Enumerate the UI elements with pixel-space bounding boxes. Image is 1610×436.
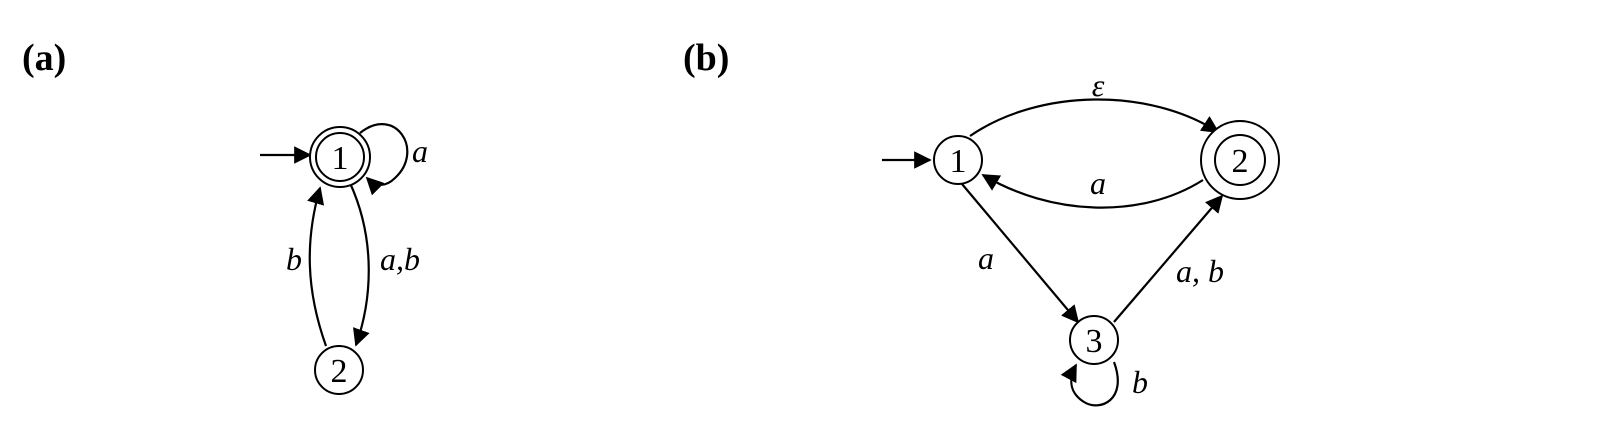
panel-a: (a) a a,b b 1 2 bbox=[22, 37, 428, 395]
state-b-2: 2 bbox=[1200, 120, 1280, 200]
state-a-1-label: 1 bbox=[332, 140, 349, 177]
state-b-1-label: 1 bbox=[950, 143, 967, 180]
edge-a-up bbox=[307, 186, 328, 347]
panel-a-label: (a) bbox=[22, 37, 66, 79]
edge-b-back-label: a bbox=[1090, 165, 1106, 201]
edge-a-up-label: b bbox=[286, 241, 302, 277]
state-a-2: 2 bbox=[314, 345, 364, 395]
panel-b: (b) ε a a a, b b 1 2 3 bbox=[683, 37, 1280, 407]
edge-b-diag-up bbox=[1113, 194, 1224, 323]
state-a-2-label: 2 bbox=[331, 353, 348, 390]
edge-b-diag-down bbox=[961, 183, 1080, 324]
edge-b-self-loop bbox=[1060, 361, 1119, 407]
edge-b-top bbox=[969, 98, 1220, 137]
edge-b-diag-up-label: a, b bbox=[1176, 253, 1224, 289]
edge-b-self-loop-label: b bbox=[1132, 364, 1148, 400]
edge-a-down bbox=[348, 182, 370, 347]
state-a-1: 1 bbox=[309, 126, 371, 188]
state-b-3-label: 3 bbox=[1086, 323, 1103, 360]
state-b-1: 1 bbox=[933, 135, 983, 185]
edge-b-diag-down-label: a bbox=[978, 240, 994, 276]
state-b-2-label: 2 bbox=[1232, 143, 1249, 180]
edge-b-top-label: ε bbox=[1092, 67, 1105, 103]
panel-b-label: (b) bbox=[683, 37, 729, 79]
edge-a-down-label: a,b bbox=[380, 241, 420, 277]
state-b-3: 3 bbox=[1069, 315, 1119, 365]
edge-a-self-loop bbox=[359, 123, 409, 196]
edge-b-back bbox=[981, 174, 1204, 209]
edge-a-self-loop-label: a bbox=[412, 133, 428, 169]
